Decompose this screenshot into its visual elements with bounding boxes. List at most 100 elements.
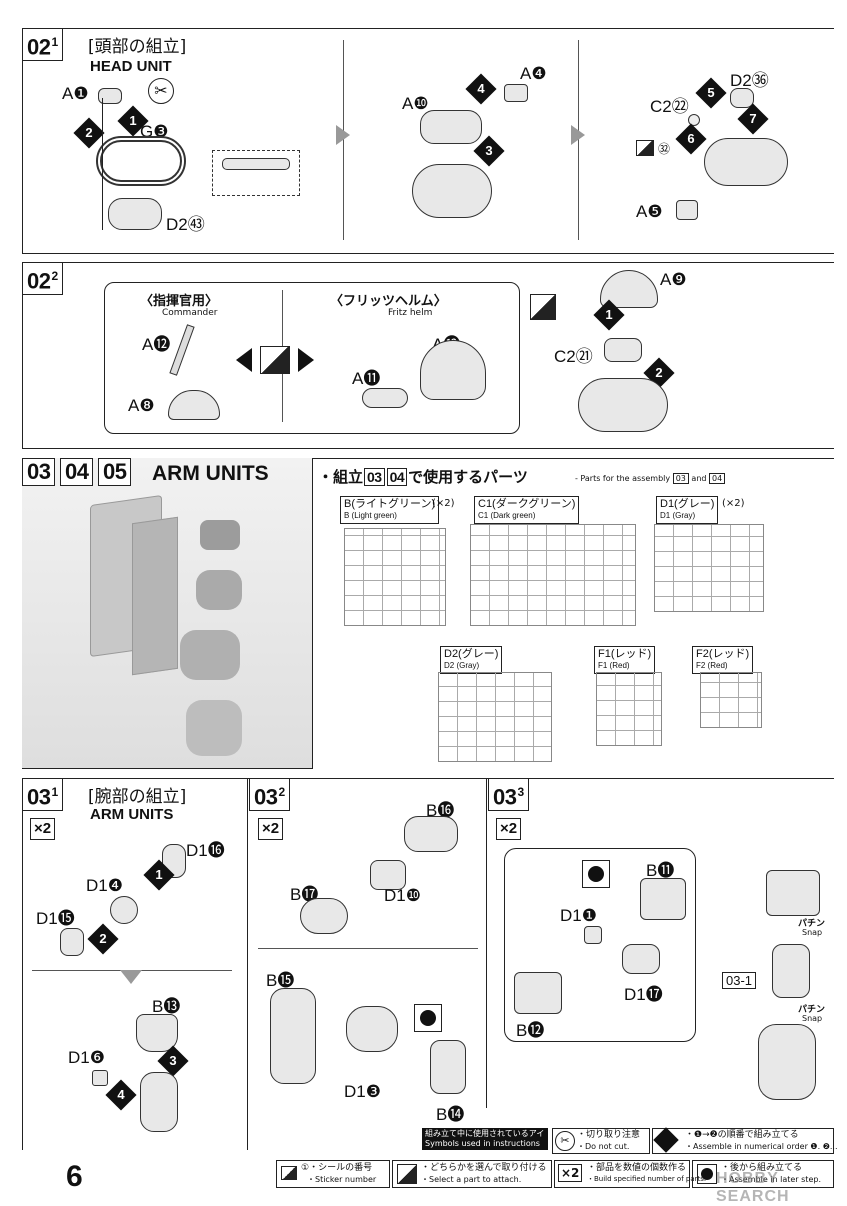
fritz-title-jp: 〈フリッツヘルム〉 [330,294,447,309]
step-02-2-minor: 2 [51,269,58,283]
part-label-a4: A❹ [520,64,547,83]
head-part-d2-43 [108,198,162,230]
arm33-forearm [772,944,810,998]
runner-d1-jp: D1(グレー) [660,498,715,510]
legend-sticker-icon [281,1166,297,1180]
runner-f1-jp: F1(レッド) [598,648,652,660]
runner-d1-en: D1 (Gray) [660,511,696,520]
count-x2-03-1: ×2 [30,818,56,840]
runner-f2-jp: F2(レッド) [696,648,750,660]
arm33-part-b11: B⓫ [646,861,675,880]
fritz-title-en: Fritz helm [388,308,433,318]
arm-joint-3 [180,630,240,680]
part-label-c2-22: C2㉒ [650,97,689,116]
step-02-2-major: 02 [27,268,51,294]
runners-heading-en-04: 04 [709,473,726,484]
arm32-b17-shape [300,898,348,934]
arm32-part-d1-10: D1❿ [384,886,421,905]
fritz-helmet [420,340,486,400]
section-02-2-topline [22,262,834,263]
step-marker-2c: 2 [87,923,119,955]
arm31-part-d1-6: D1❻ [68,1048,105,1067]
fritz-brim [362,388,408,408]
section-02-1 [22,28,834,254]
arm-badge-03: 03 [22,458,56,486]
legend-item-no-cut: ✂ ・切り取り注意 ・Do not cut. [552,1128,650,1154]
runner-b-count: (×2) [432,498,455,509]
runners-heading-en-03: 03 [672,473,689,484]
head-part-a10 [420,110,482,144]
legend-no-cut-icon: ✂ [555,1131,575,1151]
runner-c1 [470,524,636,626]
step-03-1-title-en: ARM UNITS [90,806,174,823]
arm32-assemble-later-icon [414,1004,442,1032]
assembly-line [102,98,103,230]
step-marker-7: 7 [737,103,769,135]
legend-select-icon [397,1164,417,1184]
arm-badge-04: 04 [60,458,94,486]
helmet-base [578,378,668,432]
legend-count-en: ・Build specified number of parts. [587,1175,707,1183]
step-03-3-badge: 033 [488,778,529,812]
arm-steps-topline [22,778,834,779]
arm33-part-d1-17: D1⓱ [624,985,663,1004]
step-marker-1b: 1 [593,299,625,331]
arm32-separator [258,948,478,949]
helmet-options-panel [104,282,520,434]
arm-joint-1 [200,520,240,550]
step-03-2-minor: 2 [278,785,285,799]
count-x2-03-3: ×2 [496,818,522,840]
sticker-icon [636,140,654,156]
runner-d2-jp: D2(グレー) [444,648,499,660]
arm31-part-b13: B⓭ [152,997,181,1016]
arm33-snap-jp-1: パチン [798,919,826,929]
legend-order-jp: ・❶→❷の順番で組み立てる [685,1130,799,1140]
arm32-b14-shape [430,1040,466,1094]
runner-d2-label: D2(グレー)D2 (Gray) [440,646,503,674]
head-part-a5 [676,200,698,220]
runner-b-jp: B(ライトグリーン) [344,498,436,510]
sticker-number: ㉜ [658,142,671,156]
head-part-a4 [504,84,528,102]
arm-units-title: ARM UNITS [152,462,269,485]
part-label-d2-36: D2㊱ [730,71,769,90]
head-part-d2-36 [730,88,754,108]
step-marker-5: 5 [695,77,727,109]
part-label-a5: A❺ [636,202,663,221]
head-part-g3-ring [96,136,186,186]
count-x2-03-2: ×2 [258,818,284,840]
runners-heading-en-and: and [691,474,707,483]
section-02-2-bottomline [22,448,834,449]
legend-later-icon [697,1164,717,1184]
arm33-ref-badge: 03-1 [722,972,757,989]
step-03-3-major: 03 [493,784,517,810]
step-03-1-title-jp: [腕部の組立] [88,787,187,807]
runner-c1-en: C1 (Dark green) [478,511,536,520]
arm32-part-b15: B⓯ [266,971,295,990]
arm31-part-d1-4: D1❹ [86,876,123,895]
runners-heading-prefix: ・組立 [318,468,364,486]
arm33-snap-en-1: Snap [802,928,823,937]
legend-count-jp: ・部品を数値の個数作る [587,1163,687,1173]
legend-later-en: ・Assemble in later step. [721,1175,821,1184]
arm-steps-divider-2 [486,778,487,1108]
commander-part-a8: A❽ [128,396,155,415]
section-02-2-leftline [22,262,23,448]
arm-badge-05: 05 [98,458,132,486]
runner-b [344,528,446,626]
step-02-2-badge: 022 [22,262,63,296]
head-base-step2 [412,164,492,218]
step-03-2-badge: 032 [249,778,290,812]
legend-order-icon [653,1127,679,1153]
step-03-1-minor: 1 [51,785,58,799]
runner-f2-en: F2 (Red) [696,661,728,670]
runner-f1-en: F1 (Red) [598,661,630,670]
arm33-full-arm [758,1024,816,1100]
step-02-1-badge: 021 [22,28,63,62]
arm32-part-d1-3: D1❸ [344,1082,381,1101]
arm31-d1-15-shape [60,928,84,956]
runner-d1-count: (×2) [722,498,745,509]
step-marker-2: 2 [73,117,105,149]
part-label-a1: A❶ [62,84,89,103]
runner-d1 [654,524,764,612]
